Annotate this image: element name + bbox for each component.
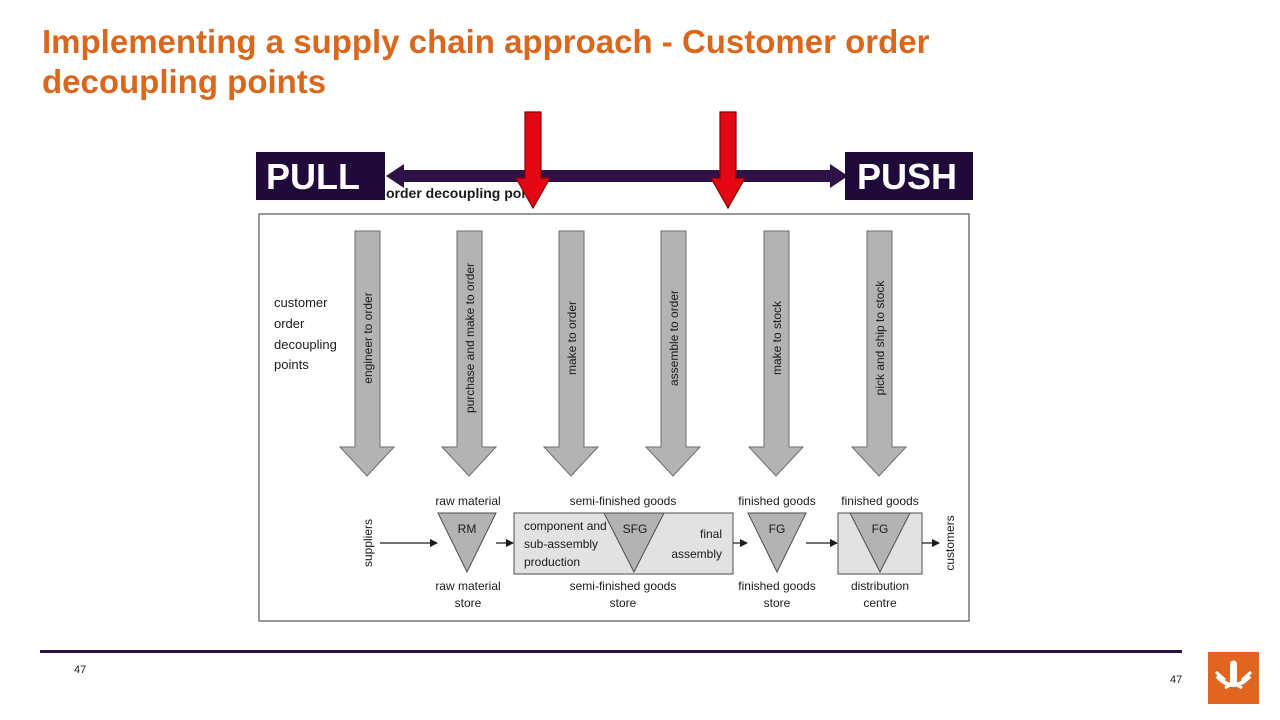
suppliers-label: suppliers bbox=[361, 519, 375, 567]
arrow-label-assemble-to-order: assemble to order bbox=[667, 290, 681, 386]
decoupling-arrow-purchase-and-make-to-order: purchase and make to order bbox=[440, 230, 498, 477]
decoupling-arrow-assemble-to-order: assemble to order bbox=[644, 230, 702, 477]
crest-icon bbox=[1215, 660, 1252, 690]
distribution-centre: FG finished goods distribution centre bbox=[837, 494, 923, 610]
legend-line-3: decoupling bbox=[274, 337, 337, 352]
sfg-code: SFG bbox=[623, 522, 648, 536]
sfg-top-label: semi-finished goods bbox=[570, 494, 677, 508]
brand-logo bbox=[1208, 652, 1259, 704]
legend-line-1: customer bbox=[274, 295, 328, 310]
decoupling-arrow-make-to-stock: make to stock bbox=[747, 230, 805, 477]
legend-line-2: order bbox=[274, 316, 305, 331]
push-label: PUSH bbox=[845, 152, 973, 200]
red-arrow-right bbox=[709, 111, 747, 210]
slide-title-line-1: Implementing a supply chain approach - C… bbox=[42, 23, 930, 60]
footer-divider bbox=[40, 650, 1182, 653]
arrow-label-make-to-stock: make to stock bbox=[770, 300, 784, 375]
finished-goods-store: FG finished goods finished goods store bbox=[738, 494, 815, 610]
semi-finished-goods-store: SFG component and sub-assembly productio… bbox=[513, 494, 734, 610]
page-number-right: 47 bbox=[1170, 674, 1183, 686]
order-decoupling-label: order decoupling poi bbox=[386, 185, 525, 201]
red-arrow-left bbox=[514, 111, 552, 210]
legend-line-4: points bbox=[274, 357, 309, 372]
fg1-top-label: finished goods bbox=[738, 494, 815, 508]
arrow-label-pick-and-ship-to-stock: pick and ship to stock bbox=[873, 280, 887, 396]
arrow-label-engineer-to-order: engineer to order bbox=[361, 292, 375, 383]
fg2-top-label: finished goods bbox=[841, 494, 918, 508]
fg2-code: FG bbox=[872, 522, 889, 536]
pull-label: PULL bbox=[256, 152, 385, 200]
fg2-bottom-label-1: distribution bbox=[851, 579, 909, 593]
slide-title-line-2: decoupling points bbox=[42, 63, 327, 100]
fg1-code: FG bbox=[769, 522, 786, 536]
decoupling-arrow-engineer-to-order: engineer to order bbox=[338, 230, 396, 477]
diagram-legend: customer order decoupling points bbox=[274, 295, 337, 372]
fg2-bottom-label-2: centre bbox=[863, 596, 897, 610]
rm-bottom-label-1: raw material bbox=[435, 579, 500, 593]
sfg-left-label-3: production bbox=[524, 555, 580, 569]
page-number-left: 47 bbox=[74, 664, 87, 676]
fg1-bottom-label-2: store bbox=[764, 596, 791, 610]
arrow-label-purchase-and-make-to-order: purchase and make to order bbox=[463, 263, 477, 413]
rm-bottom-label-2: store bbox=[455, 596, 482, 610]
slide-title: Implementing a supply chain approach - C… bbox=[42, 22, 1082, 102]
sfg-left-label-1: component and bbox=[524, 519, 607, 533]
decoupling-arrow-make-to-order: make to order bbox=[542, 230, 600, 477]
raw-material-store: RM raw material raw material store bbox=[435, 494, 500, 610]
sfg-left-label-2: sub-assembly bbox=[524, 537, 598, 551]
rm-code: RM bbox=[458, 522, 477, 536]
sfg-right-label-1: final bbox=[700, 527, 722, 541]
arrow-label-make-to-order: make to order bbox=[565, 301, 579, 375]
sfg-bottom-label-2: store bbox=[610, 596, 637, 610]
customers-label: customers bbox=[943, 515, 957, 570]
fg1-bottom-label-1: finished goods bbox=[738, 579, 815, 593]
rm-top-label: raw material bbox=[435, 494, 500, 508]
decoupling-arrow-pick-and-ship-to-stock: pick and ship to stock bbox=[850, 230, 908, 477]
sfg-bottom-label-1: semi-finished goods bbox=[570, 579, 677, 593]
sfg-right-label-2: assembly bbox=[671, 547, 722, 561]
